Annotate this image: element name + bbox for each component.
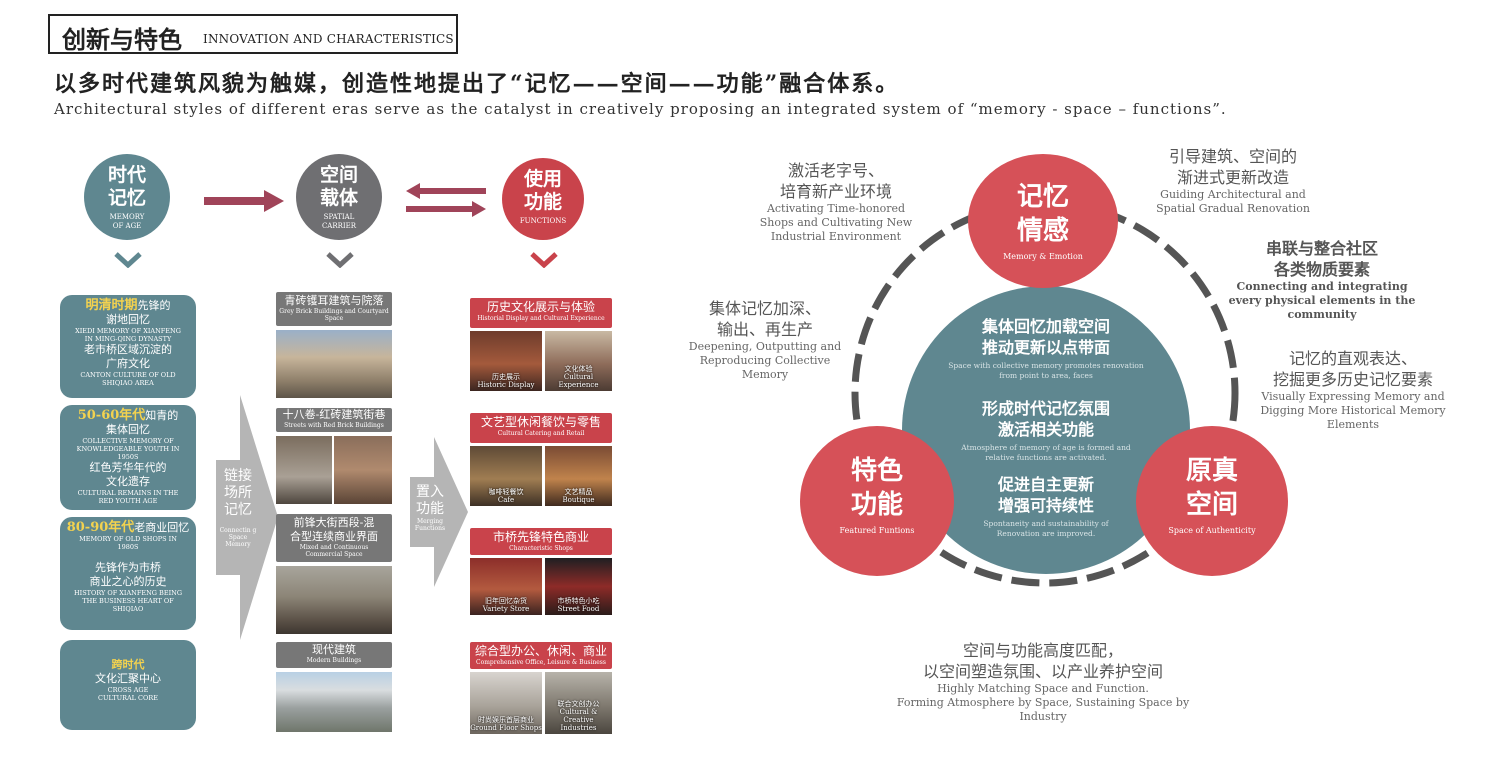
center-text-3: 促进自主更新增强可持续性 Spontaneity and sustainabil… xyxy=(983,475,1109,538)
bidirectional-arrow-icon xyxy=(406,183,486,217)
circle-memory-emotion: 记忆 情感 Memory & Emotion xyxy=(968,154,1118,288)
arrow-right-icon xyxy=(204,190,284,212)
circle-featured-functions: 特色 功能 Featured Funtions xyxy=(800,426,954,576)
chevron-down-icon xyxy=(326,252,354,268)
section-title-en: INNOVATION AND CHARACTERISTICS xyxy=(203,32,454,46)
memory-panel-cross-age: 跨时代 文化汇聚中心 CROSS AGE CULTURAL CORE xyxy=(60,640,196,730)
annotation-gradual-renovation: 引导建筑、空间的渐进式更新改造 Guiding Architectural an… xyxy=(1156,147,1310,215)
circle-functions: 使用功能 FUNCTIONS xyxy=(502,158,584,240)
chevron-down-icon xyxy=(530,252,558,268)
section-title-cn: 创新与特色 xyxy=(62,25,182,54)
photo-red-brick-street xyxy=(276,436,392,504)
annotation-connecting-elements: 串联与整合社区各类物质要素 Connecting and integrating… xyxy=(1228,239,1416,321)
large-arrow-insert-icon xyxy=(410,437,468,587)
annotation-matching-space-function: 空间与功能高度匹配，以空间塑造氛围、以产业养护空间 Highly Matchin… xyxy=(896,641,1190,723)
headline-cn: 以多时代建筑风貌为触媒，创造性地提出了“记忆——空间——功能”融合体系。 xyxy=(54,71,900,97)
title-frame xyxy=(48,14,458,54)
photo-grey-brick-courtyard xyxy=(276,330,392,398)
center-text-2: 形成时代记忆氛围激活相关功能 Atmosphere of memory of a… xyxy=(961,399,1131,462)
memory-panel-ming-qing: 明清时期先锋的 谢地回忆 XIEDI MEMORY OF XIANFENG IN… xyxy=(60,295,196,398)
headline-en: Architectural styles of different eras s… xyxy=(54,100,1227,118)
annotation-expressing-memory: 记忆的直观表达、挖掘更多历史记忆要素 Visually Expressing M… xyxy=(1260,349,1446,431)
merging-functions-label: 置入 功能 Merging Functions xyxy=(414,484,446,532)
large-arrow-link-icon xyxy=(216,395,278,640)
photo-modern-buildings xyxy=(276,672,392,732)
memory-panel-80-90s: 80-90年代老商业回忆 MEMORY OF OLD SHOPS IN 1980… xyxy=(60,517,196,630)
photo-commercial-street xyxy=(276,566,392,634)
link-space-memory-label: 链接 场所 记忆 Connectin g Space Memory xyxy=(219,468,257,548)
center-text-1: 集体回忆加载空间推动更新以点带面 Space with collective m… xyxy=(948,317,1144,380)
memory-panel-50-60s: 50-60年代知青的 集体回忆 COLLECTIVE MEMORY OF KNO… xyxy=(60,405,196,510)
circle-space-authenticity: 原真 空间 Space of Authenticity xyxy=(1136,426,1288,576)
chevron-down-icon xyxy=(114,252,142,268)
